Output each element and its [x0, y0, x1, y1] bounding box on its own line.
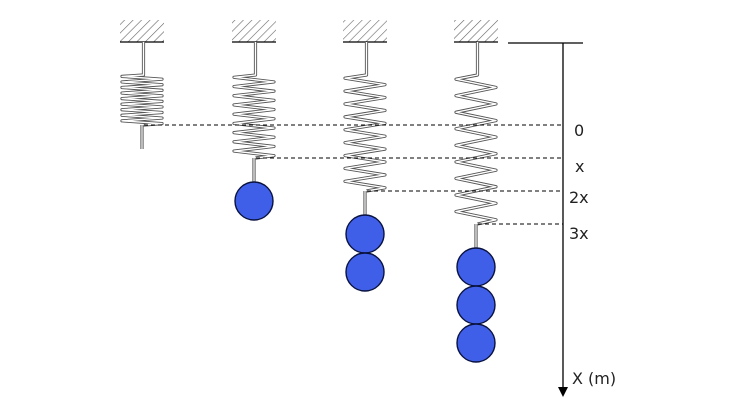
spring-coil-inner	[455, 42, 497, 225]
ceiling-hatch-icon	[454, 20, 498, 42]
mark-label-0: 0	[574, 121, 584, 140]
spring-1	[120, 20, 164, 149]
mass-ball	[345, 214, 385, 254]
spring-coil-inner	[121, 42, 163, 126]
masses-layer	[234, 181, 496, 363]
spring-4	[454, 20, 498, 248]
mark-label-2x: 2x	[569, 188, 589, 207]
mass-ball	[456, 323, 496, 363]
springs-layer	[120, 20, 498, 248]
mass-ball	[345, 252, 385, 292]
mass-ball	[234, 181, 274, 221]
mass-ball	[456, 247, 496, 287]
dashed-guides	[144, 124, 563, 225]
mark-label-x: x	[575, 157, 584, 176]
x-axis-label: X (m)	[572, 369, 616, 388]
spring-3	[343, 20, 387, 215]
spring-2	[232, 20, 276, 182]
mark-label-3x: 3x	[569, 224, 589, 243]
mass-ball	[456, 285, 496, 325]
ceiling-hatch-icon	[343, 20, 387, 42]
ceiling-hatch-icon	[120, 20, 164, 42]
spring-coil-inner	[344, 42, 386, 192]
x-axis-arrow-icon	[558, 387, 568, 397]
spring-coil-inner	[233, 42, 275, 159]
ceiling-hatch-icon	[232, 20, 276, 42]
